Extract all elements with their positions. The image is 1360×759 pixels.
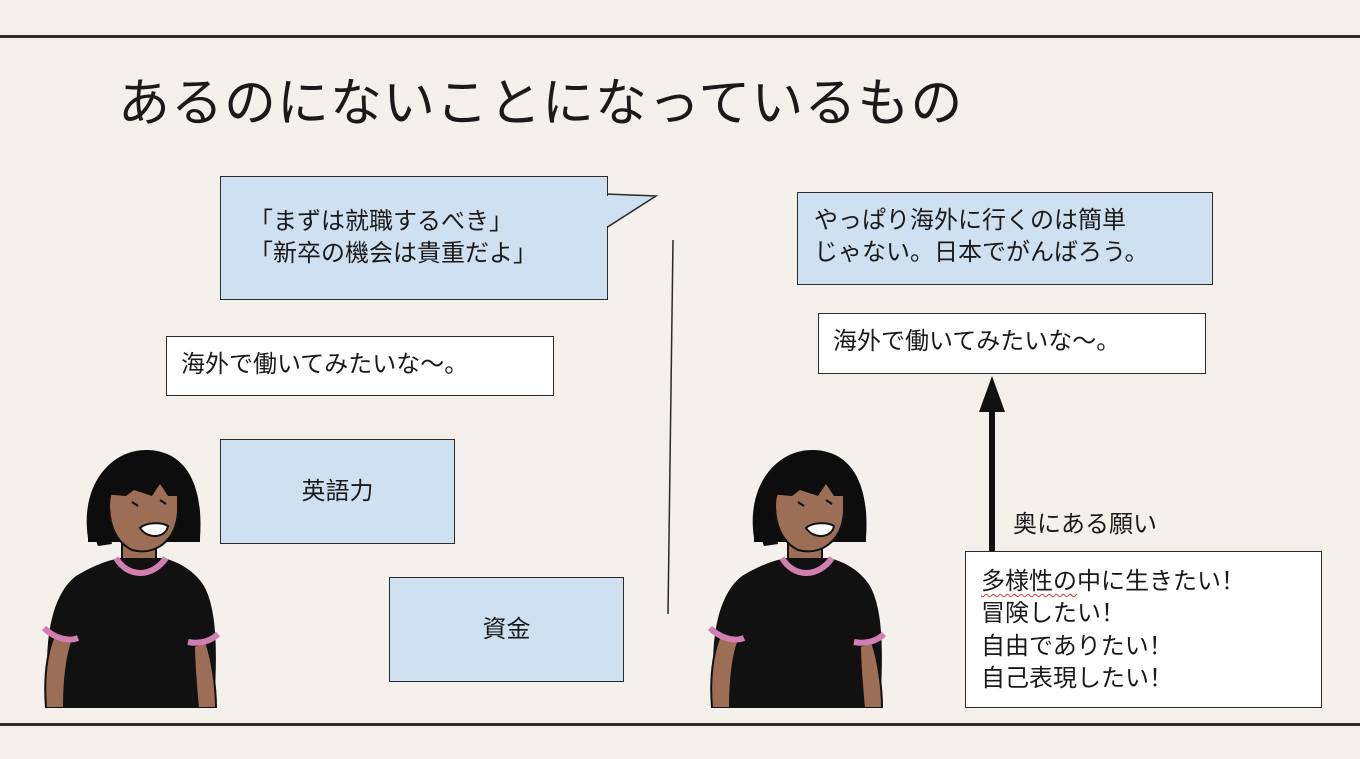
person-left-illustration — [36, 446, 226, 708]
deep-wish-3: 自由でありたい！ — [981, 630, 1321, 662]
person-right-illustration — [702, 446, 892, 708]
arrow-label: 奥にある願い — [1013, 504, 1157, 539]
deep-wish-1-rest: 中に生きたい！ — [1077, 567, 1245, 595]
deep-wish-2: 冒険したい！ — [981, 597, 1321, 629]
deep-wish-1-underlined: 多様性の — [981, 567, 1077, 595]
deep-wish-4: 自己表現したい！ — [981, 662, 1321, 694]
deep-wish-1: 多様性の中に生きたい！ — [981, 565, 1321, 597]
deep-wishes-box: 多様性の中に生きたい！ 冒険したい！ 自由でありたい！ 自己表現したい！ — [965, 551, 1322, 708]
